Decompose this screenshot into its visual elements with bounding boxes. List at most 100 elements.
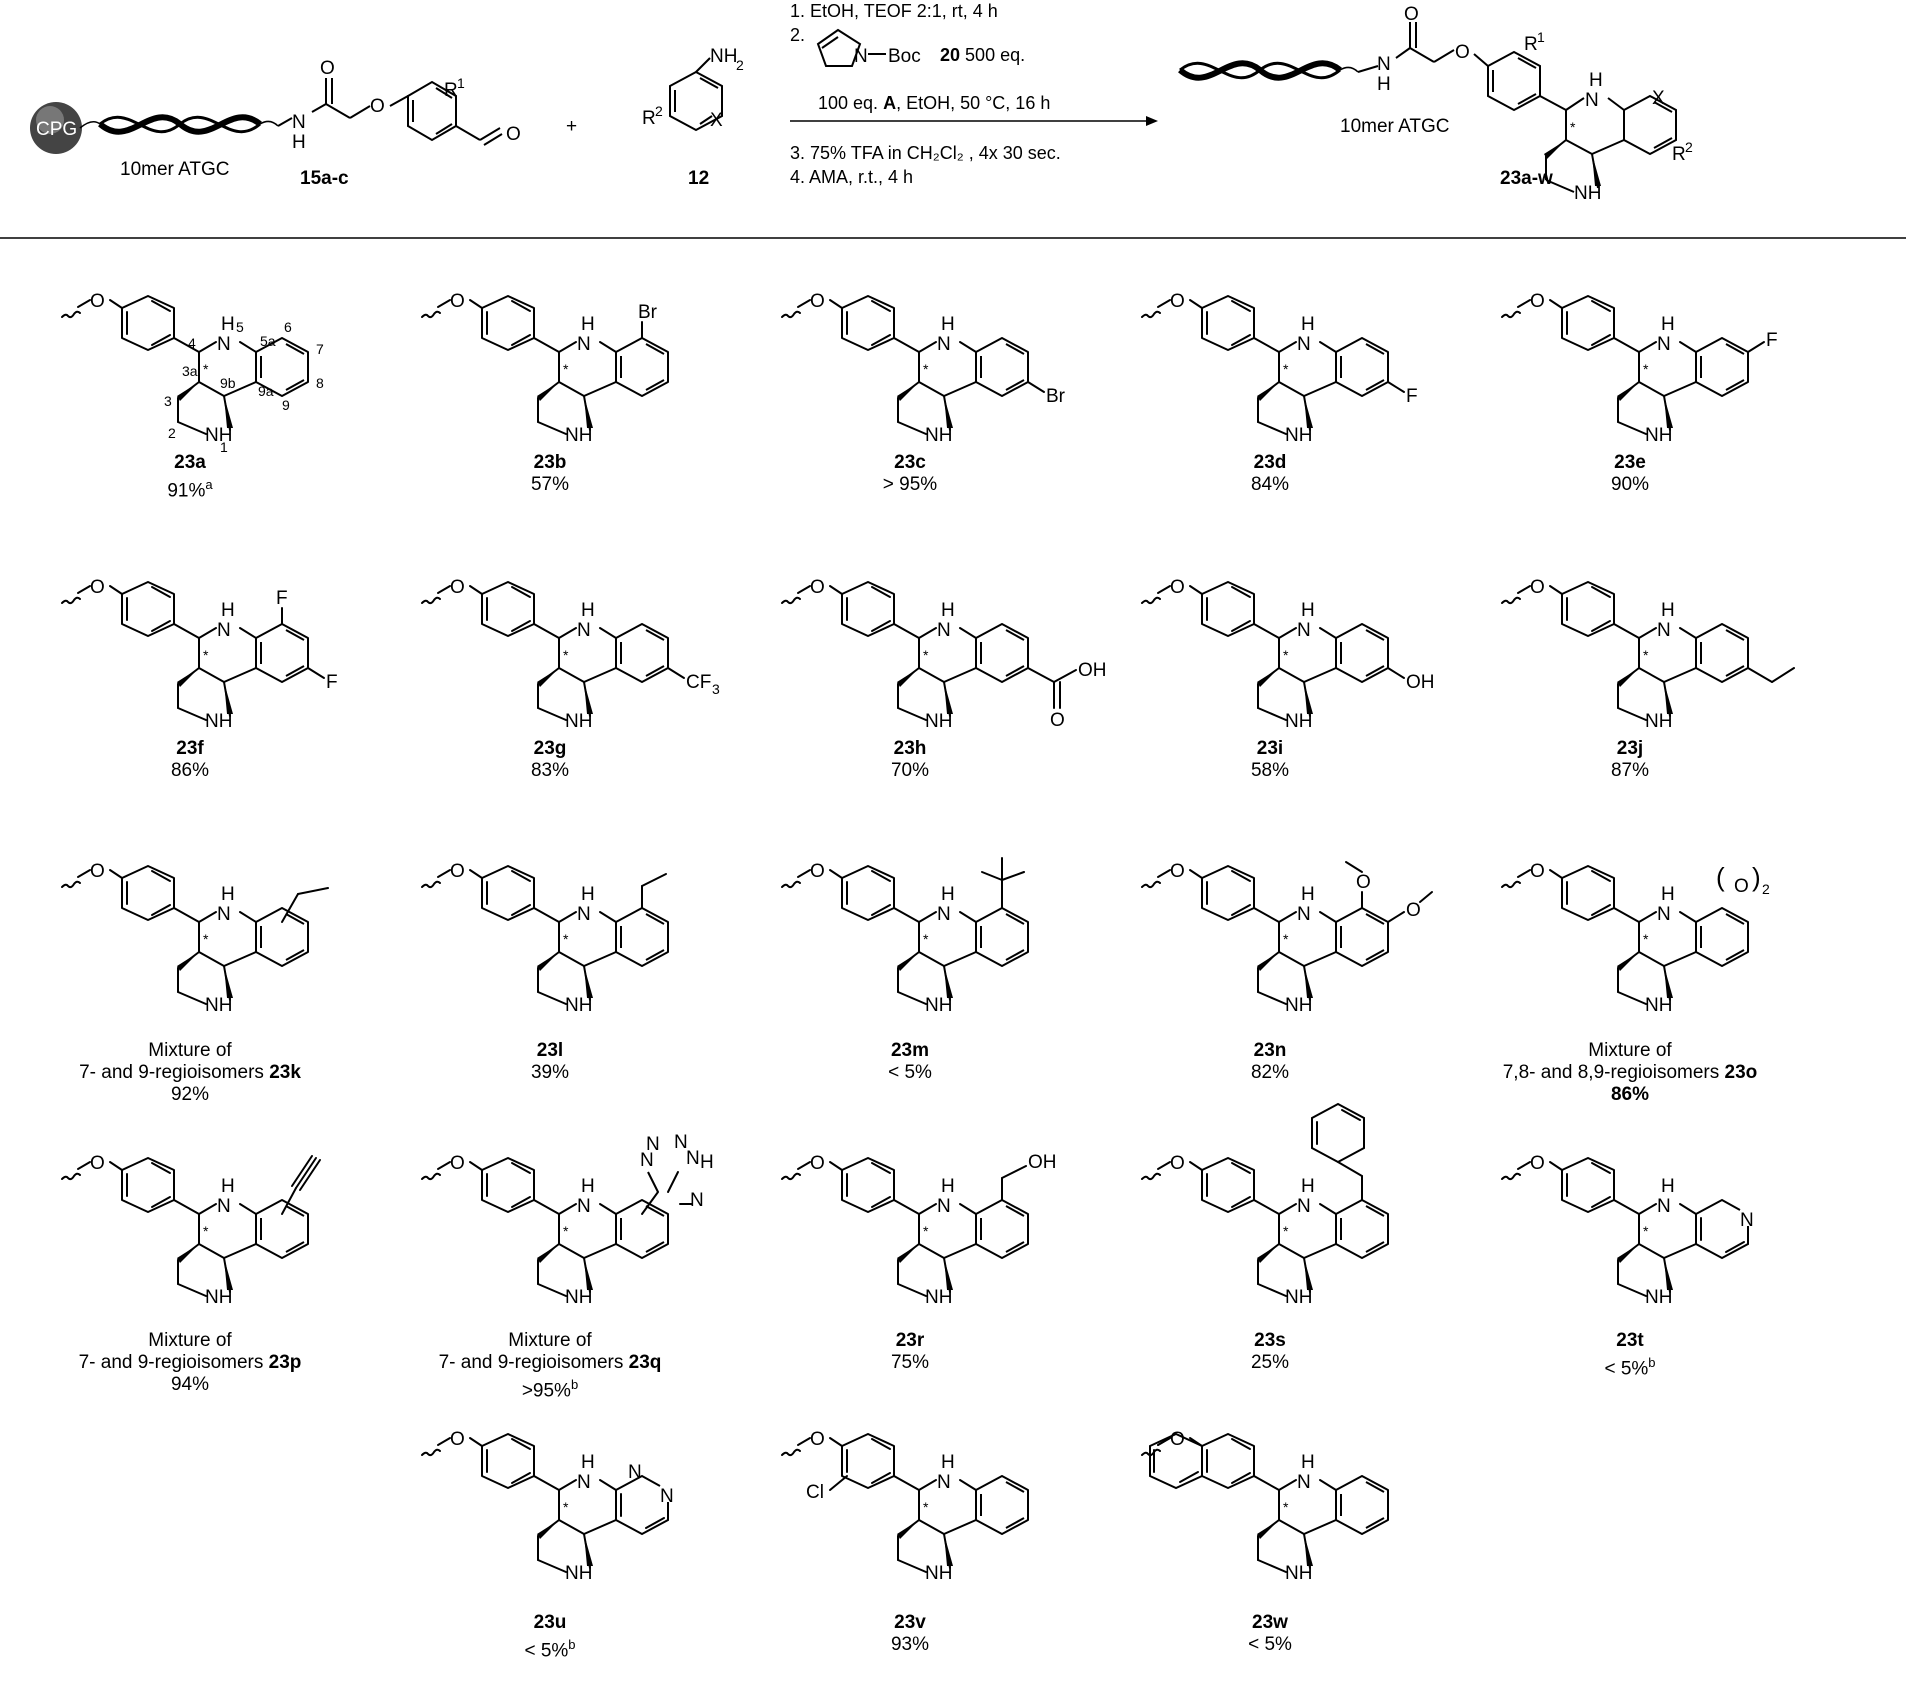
substituent-23r: OH [1001,1152,1057,1201]
substituent-23p [281,1155,321,1215]
position-number: 7 [316,341,324,357]
substituent-23s [1311,1102,1365,1201]
svg-text:O: O [1455,42,1470,63]
position-number: 9a [258,383,274,399]
structure-23r: OH [781,1152,1057,1308]
position-number: 5a [260,333,276,349]
caption-23u: 23u< 5%b [400,1612,700,1662]
tetrazole-n: N [690,1190,704,1211]
compound-id: 23o [1724,1062,1758,1083]
position-number: 3a [182,363,198,379]
caption-note: Mixture of [1588,1040,1672,1061]
bromo-label: Br [638,302,658,323]
structure-23t: N [1501,1153,1754,1308]
compound-id: 23s [1254,1330,1286,1351]
substituent-23k [281,887,329,923]
svg-text:Boc: Boc [888,46,921,67]
chloro-label: Cl [806,1482,824,1503]
compound-id: 23d [1253,452,1287,473]
svg-text:2: 2 [655,103,663,119]
compound-yield: < 5% [888,1062,932,1083]
svg-text:N: N [292,112,306,133]
paren-sub: 2 [1762,881,1770,897]
position-number: 1 [220,439,228,455]
tetrazole-n: N [646,1134,660,1155]
substituent-23m [981,857,1025,909]
compound-id: 23g [533,738,567,759]
substituent-23h: OHO [1027,660,1107,731]
position-number: 3 [164,393,172,409]
paren: ) [1752,862,1761,892]
condition-step2-reagent: 20 500 eq. [940,45,1026,65]
footnote-marker: a [205,477,213,492]
structure-23p [61,1153,321,1308]
structure-23f: FF [61,577,338,732]
compound-id: 23a [174,452,206,473]
substituent-23e: F [1747,330,1778,353]
methoxy-o-label: O [1356,872,1371,893]
substituent-23b: Br [638,302,658,339]
ring-n: N [660,1486,674,1507]
compound-id: 23t [1616,1330,1644,1351]
compound-yield: 92% [170,1084,210,1105]
compound-yield: 70% [890,760,930,781]
compound-id: 23n [1253,1040,1287,1061]
compound-yield: 25% [1250,1352,1290,1373]
compound-id: 23j [1616,738,1644,759]
product-id: 23a-w [1500,168,1553,189]
compound-yield: 75% [890,1352,930,1373]
condition-step2-catalyst: 100 eq. A, EtOH, 50 °C, 16 h [818,93,1051,113]
fluoro-label: F [1766,330,1778,351]
compound-id: 23r [895,1330,925,1351]
svg-text:N: N [854,46,868,67]
condition-step2-num: 2. [790,25,806,45]
compound-id: 23p [268,1352,302,1373]
substituent-23j [1747,667,1795,683]
svg-text:R: R [642,108,656,129]
structure-23e: F [1501,291,1778,446]
position-number: 2 [168,425,176,441]
caption-note: 7- and 9-regioisomers 23q [438,1352,662,1373]
svg-text:O: O [1404,4,1419,25]
svg-text:*: * [1570,119,1576,135]
tetrazole-h: H [700,1152,714,1173]
amine-id: 12 [688,168,709,189]
compound-yield: >95%b [521,1377,579,1402]
caption-note: Mixture of [148,1330,232,1351]
compound-yield: 94% [170,1374,210,1395]
structure-23k [61,861,329,1016]
position-number: 5 [236,319,244,335]
compound-yield: 57% [530,474,570,495]
compound-id: 23e [1614,452,1646,473]
svg-text:O: O [506,124,521,145]
svg-text:X: X [710,110,723,131]
cf3-label: CF [686,672,711,693]
position-number: 8 [316,375,324,391]
svg-text:1: 1 [457,75,465,91]
svg-text:O: O [320,58,335,79]
tetrazole-n: N [686,1148,700,1169]
condition-step3: 3. 75% TFA in CH₂Cl₂ , 4x 30 sec. [790,143,1061,163]
caption-note: 7,8- and 8,9-regioisomers 23o [1502,1062,1758,1083]
svg-text:O: O [370,96,385,117]
substituent-23i: OH [1387,667,1435,693]
caption-23w: 23w< 5% [1120,1612,1420,1656]
methoxy-o-label: O [1406,900,1421,921]
hydroxymethyl-label: OH [1028,1152,1057,1173]
footnote-marker: b [568,1637,576,1652]
structure-23u: NN [421,1429,674,1584]
position-number: 9b [220,375,236,391]
compound-yield: 93% [890,1634,930,1655]
caption-note: 7- and 9-regioisomers 23p [78,1352,302,1373]
compound-id: 23u [533,1612,567,1633]
